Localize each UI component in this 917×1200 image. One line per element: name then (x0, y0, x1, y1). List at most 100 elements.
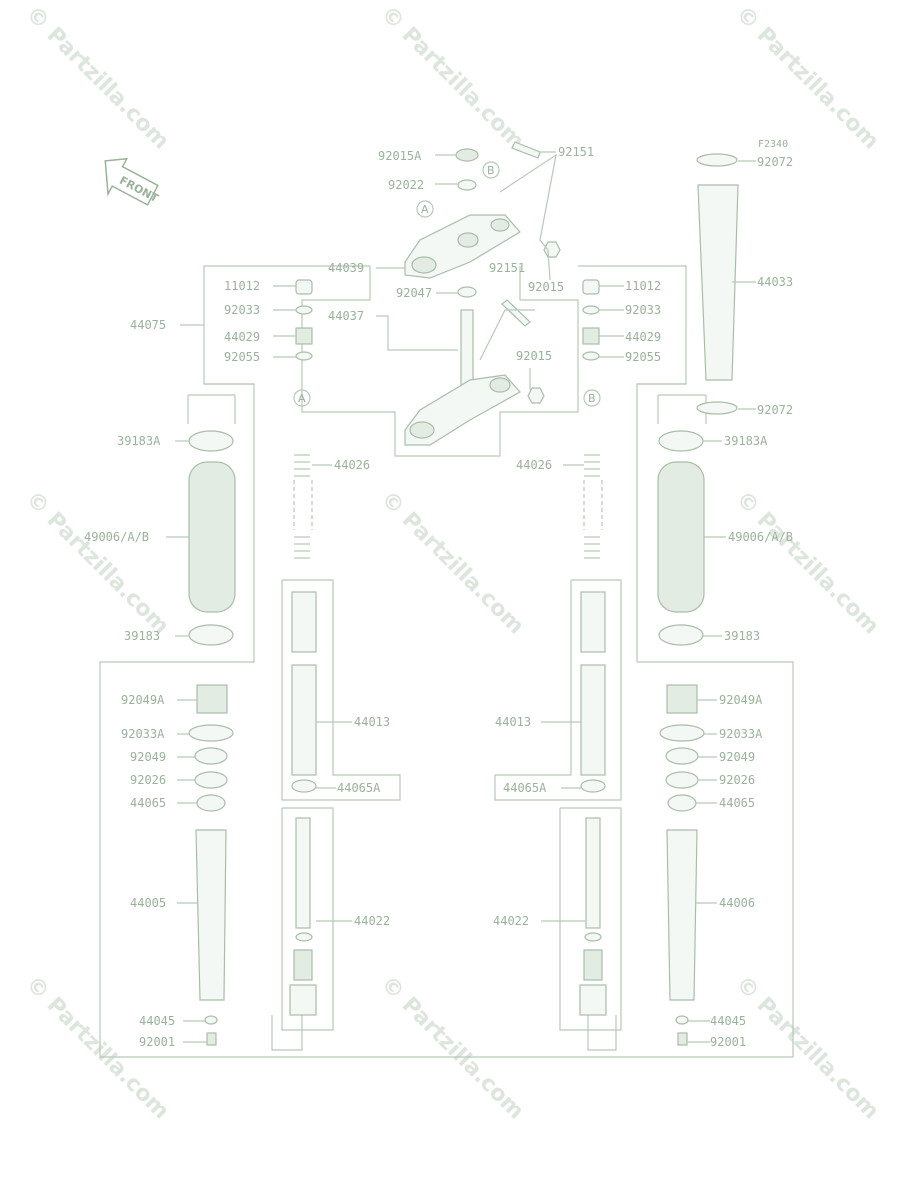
washer-icon (455, 148, 479, 162)
part-number: 39183A (724, 434, 768, 448)
part-number: 44037 (328, 309, 364, 323)
part-number: 44039 (328, 261, 364, 275)
part-number: 92033 (625, 303, 661, 317)
dust-boot-icon (657, 461, 705, 613)
circlip-icon (696, 153, 738, 167)
part-number: 92033 (224, 303, 260, 317)
part-number: 44045 (710, 1014, 746, 1028)
oil-seal-icon (194, 747, 228, 765)
watermark: © Partzilla.com (731, 2, 884, 155)
washer-icon (457, 179, 477, 191)
nut-icon (527, 387, 545, 404)
part-number: 92055 (224, 350, 260, 364)
clamp-icon (658, 624, 704, 646)
adjuster-icon (295, 327, 313, 345)
watermark: © Partzilla.com (21, 2, 174, 155)
ref-marker-a (293, 389, 311, 407)
o-ring-icon (295, 305, 313, 315)
damper-rod-icon (580, 591, 606, 653)
o-ring-icon (584, 932, 602, 942)
watermarks: © Partzilla.com © Partzilla.com © Partzi… (21, 2, 884, 1125)
part-number: 92001 (710, 1035, 746, 1049)
part-number: 49006/A/B (728, 530, 793, 544)
upper-triple-clamp: A B (404, 141, 561, 279)
part-number: 92047 (396, 286, 432, 300)
part-number: 44022 (493, 914, 529, 928)
part-number: 39183 (724, 629, 760, 643)
steering-stem-icon (460, 309, 474, 391)
ref-marker-label: A (298, 392, 306, 405)
washer-icon (582, 351, 600, 361)
ref-marker-label: A (421, 203, 429, 216)
part-number: 44006 (719, 896, 755, 910)
part-number: 49006/A/B (84, 530, 149, 544)
bushing-icon (291, 779, 317, 793)
spring-icon (583, 949, 603, 981)
right-fork: B (579, 153, 739, 1046)
part-number: 44013 (495, 715, 531, 729)
part-number: 11012 (224, 279, 260, 293)
seal-icon (666, 684, 698, 714)
circlip-icon (188, 724, 234, 742)
part-number: 92033A (121, 727, 165, 741)
collar-icon (579, 984, 607, 1016)
watermark: © Partzilla.com (376, 972, 529, 1125)
clamp-icon (188, 430, 234, 452)
collar-icon (289, 984, 317, 1016)
part-number: 92015 (528, 280, 564, 294)
part-number: 92049 (130, 750, 166, 764)
part-number: 44029 (224, 330, 260, 344)
part-number: 92072 (757, 155, 793, 169)
ref-marker-label: B (588, 392, 596, 405)
cap-bolt-icon (295, 279, 313, 295)
bushing-icon (580, 779, 606, 793)
part-number: 92026 (719, 773, 755, 787)
part-number: 44075 (130, 318, 166, 332)
bolt-icon (501, 299, 531, 327)
part-number: 44065 (719, 796, 755, 810)
part-number: 39183 (124, 629, 160, 643)
circlip-icon (659, 724, 705, 742)
cartridge-icon (295, 817, 311, 929)
part-number: 92015 (516, 349, 552, 363)
bushing-icon (667, 794, 697, 812)
part-number: 39183A (117, 434, 161, 448)
figure-code: F2340 (758, 139, 788, 150)
part-number: 92049A (121, 693, 165, 707)
left-fork: A (188, 279, 317, 1046)
part-number: 44045 (139, 1014, 175, 1028)
cartridge-icon (585, 817, 601, 929)
seal-icon (196, 684, 228, 714)
bolt-icon (511, 141, 541, 159)
group-outlines (99, 265, 794, 1058)
leader-lines (166, 151, 756, 1043)
gasket-icon (204, 1015, 218, 1025)
ref-marker-b (583, 389, 601, 407)
part-number: 44022 (354, 914, 390, 928)
o-ring-icon (295, 932, 313, 942)
part-number: 44026 (334, 458, 370, 472)
nut-icon (543, 241, 561, 258)
spring-icon (293, 949, 313, 981)
part-number: 92151 (489, 261, 525, 275)
washer-icon (194, 771, 228, 789)
ref-marker-a (416, 200, 434, 218)
o-ring-icon (582, 305, 600, 315)
ref-marker-label: B (487, 164, 495, 177)
watermark: © Partzilla.com (376, 487, 529, 640)
part-number: 44013 (354, 715, 390, 729)
watermark: © Partzilla.com (731, 972, 884, 1125)
part-number: 44029 (625, 330, 661, 344)
part-number: 44033 (757, 275, 793, 289)
adjuster-icon (582, 327, 600, 345)
part-number: 44065A (337, 781, 381, 795)
watermark: © Partzilla.com (21, 487, 174, 640)
damper-rod-icon (291, 664, 317, 776)
part-number: 92022 (388, 178, 424, 192)
damper-rod-icon (580, 664, 606, 776)
watermark: © Partzilla.com (731, 487, 884, 640)
part-number: 92026 (130, 773, 166, 787)
clamp-icon (658, 430, 704, 452)
part-number: 44026 (516, 458, 552, 472)
